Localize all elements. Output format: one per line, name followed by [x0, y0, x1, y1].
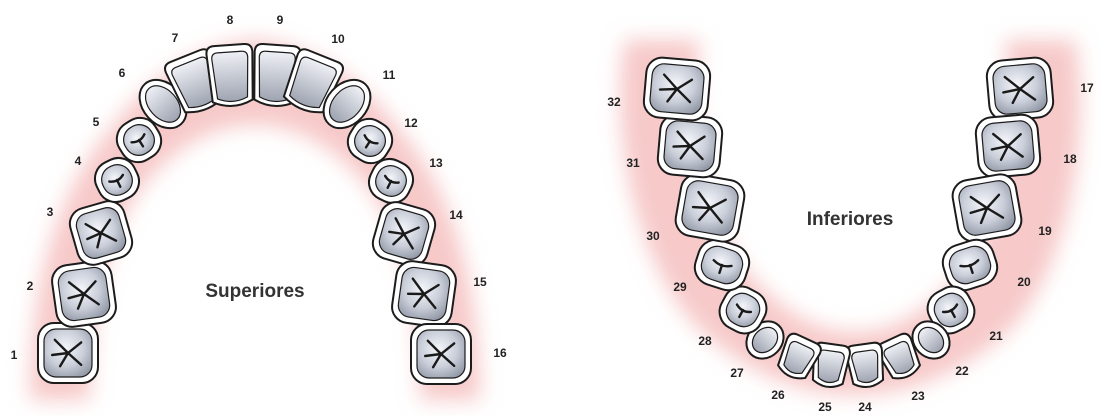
lower-tooth-17 [986, 56, 1055, 121]
tooth-number-31: 31 [626, 156, 640, 170]
upper-tooth-15 [390, 259, 458, 329]
lower-tooth-19 [950, 172, 1024, 244]
tooth-number-11: 11 [383, 68, 396, 82]
lower-tooth-30 [673, 172, 747, 244]
tooth-number-6: 6 [119, 66, 126, 80]
tooth-number-14: 14 [449, 208, 463, 222]
tooth-number-7: 7 [172, 31, 179, 45]
tooth-number-27: 27 [730, 366, 744, 380]
tooth-number-17: 17 [1080, 81, 1094, 95]
upper-tooth-2 [50, 259, 118, 329]
upper-tooth-16 [411, 324, 471, 384]
tooth-number-28: 28 [698, 334, 712, 348]
tooth-number-25: 25 [818, 400, 832, 414]
tooth-number-24: 24 [858, 400, 872, 414]
tooth-number-4: 4 [75, 154, 82, 168]
lower-tooth-31 [657, 113, 724, 178]
tooth-number-19: 19 [1038, 224, 1052, 238]
lower-arch-label: Inferiores [807, 209, 894, 230]
tooth-number-12: 12 [404, 116, 418, 130]
tooth-number-10: 10 [331, 32, 345, 46]
tooth-number-8: 8 [227, 13, 234, 27]
tooth-number-21: 21 [989, 329, 1003, 343]
tooth-number-29: 29 [673, 280, 687, 294]
tooth-number-18: 18 [1063, 152, 1077, 166]
tooth-number-3: 3 [47, 205, 54, 219]
upper-teeth [38, 43, 471, 384]
upper-arch-label: Superiores [205, 281, 304, 302]
tooth-number-16: 16 [493, 346, 507, 360]
tooth-number-13: 13 [429, 156, 443, 170]
tooth-number-2: 2 [27, 279, 34, 293]
lower-tooth-32 [643, 56, 712, 121]
tooth-number-20: 20 [1017, 275, 1031, 289]
lower-tooth-18 [975, 113, 1042, 178]
upper-tooth-1 [38, 323, 98, 383]
upper-tooth-8 [206, 43, 256, 107]
tooth-number-5: 5 [93, 115, 100, 129]
tooth-number-9: 9 [277, 13, 284, 27]
tooth-number-23: 23 [911, 389, 925, 403]
tooth-number-30: 30 [646, 229, 660, 243]
tooth-number-32: 32 [607, 95, 621, 109]
tooth-number-26: 26 [771, 388, 785, 402]
tooth-number-1: 1 [11, 348, 18, 362]
tooth-number-22: 22 [955, 364, 969, 378]
tooth-number-15: 15 [473, 275, 487, 289]
